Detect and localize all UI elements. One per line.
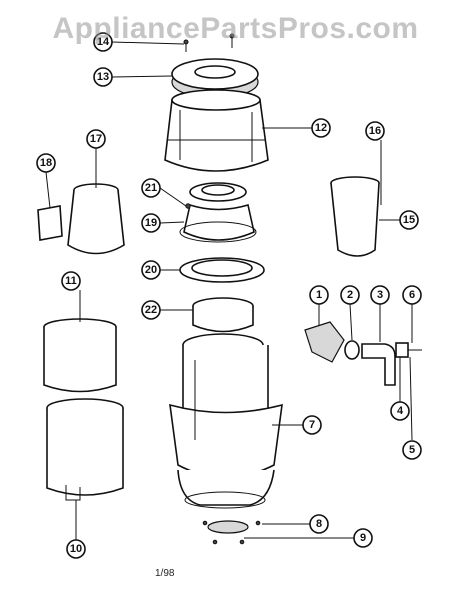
part-20-ring	[179, 257, 265, 283]
part-13-collar	[171, 58, 259, 99]
svg-text:20: 20	[145, 264, 157, 276]
callout-7: 7	[302, 415, 322, 435]
svg-text:14: 14	[97, 36, 110, 48]
svg-text:3: 3	[377, 289, 383, 301]
callout-3: 3	[370, 285, 390, 305]
part-18-label	[37, 205, 63, 241]
part-6-clamp	[395, 342, 422, 358]
callout-11: 11	[61, 271, 81, 291]
svg-text:22: 22	[145, 304, 157, 316]
footer-date: 1/98	[155, 568, 175, 579]
leader-lines	[45, 41, 413, 540]
part-15-shield	[330, 176, 380, 257]
callout-2: 2	[340, 285, 360, 305]
callout-21: 21	[141, 178, 161, 198]
part-17-small-shield	[67, 183, 125, 255]
svg-text:5: 5	[409, 444, 415, 456]
svg-text:21: 21	[145, 182, 157, 194]
svg-text:2: 2	[347, 289, 353, 301]
callout-20: 20	[141, 260, 161, 280]
callout-12: 12	[311, 118, 331, 138]
part-1-drain-elbow	[304, 321, 345, 363]
part-10-sleeve	[46, 398, 124, 501]
callout-13: 13	[93, 67, 113, 87]
part-7-housing	[169, 333, 283, 509]
callout-10: 10	[66, 539, 86, 559]
callout-15: 15	[399, 210, 419, 230]
part-22-seal	[192, 297, 254, 333]
part-8-plate	[202, 520, 261, 545]
callout-17: 17	[86, 129, 106, 149]
callout-19: 19	[141, 213, 161, 233]
part-12-shield	[164, 89, 269, 172]
svg-text:1: 1	[316, 289, 322, 301]
callout-18: 18	[36, 153, 56, 173]
svg-text:17: 17	[90, 133, 102, 145]
part-11-sleeve	[43, 318, 117, 393]
callout-6: 6	[402, 285, 422, 305]
svg-text:6: 6	[409, 289, 415, 301]
callout-8: 8	[309, 514, 329, 534]
part-19-hopper-top	[179, 182, 257, 243]
svg-text:7: 7	[309, 419, 315, 431]
svg-text:12: 12	[315, 122, 327, 134]
svg-text:19: 19	[145, 217, 157, 229]
part-2-gasket	[344, 340, 360, 360]
svg-text:15: 15	[403, 214, 415, 226]
callouts: 14 13 12 17 16 18 21 19 15 20 11 1 2 3 6…	[36, 32, 422, 559]
svg-text:9: 9	[360, 532, 366, 544]
svg-text:8: 8	[316, 518, 322, 530]
part-14-screws	[183, 33, 235, 52]
svg-text:4: 4	[397, 405, 404, 417]
callout-4: 4	[390, 401, 410, 421]
callout-9: 9	[353, 528, 373, 548]
callout-1: 1	[309, 285, 329, 305]
svg-text:10: 10	[70, 543, 82, 555]
callout-5: 5	[402, 440, 422, 460]
part-3-tube	[361, 343, 396, 386]
svg-text:13: 13	[97, 71, 109, 83]
callout-22: 22	[141, 300, 161, 320]
svg-text:18: 18	[40, 157, 52, 169]
svg-text:16: 16	[369, 125, 381, 137]
callout-14: 14	[93, 32, 113, 52]
callout-16: 16	[365, 121, 385, 141]
svg-text:11: 11	[65, 275, 77, 287]
